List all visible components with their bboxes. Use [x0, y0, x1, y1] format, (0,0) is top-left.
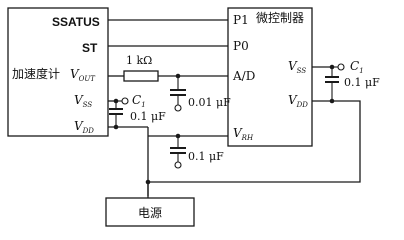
resistor — [123, 70, 159, 82]
pin-ad: A/D — [232, 69, 255, 83]
c1-right-label: C1 — [350, 59, 364, 75]
mcu-name: 微控制器 — [256, 11, 304, 25]
pin-vdd-left: VDD — [74, 119, 94, 135]
pin-st: ST — [82, 41, 98, 55]
pin-vrh: VRH — [233, 126, 254, 142]
pin-p1: P1 — [233, 13, 249, 27]
c1-left-value: 0.1 μF — [130, 110, 166, 123]
accelerometer-box — [7, 7, 109, 137]
accelerometer-name: 加速度计 — [12, 66, 60, 81]
power-label: 电源 — [138, 206, 162, 220]
node-vdd-left — [113, 124, 119, 130]
pin-vss-right: VSS — [288, 59, 306, 75]
cap-mid-terminal — [174, 161, 182, 169]
wire-vdd-right-return — [148, 100, 361, 183]
c1-right-value: 0.1 μF — [344, 76, 380, 89]
pin-vss-left: VSS — [74, 93, 92, 109]
cap-ad-value: 0.01 μF — [188, 96, 231, 109]
circuit-diagram: 加速度计 SSATUS ST VOUT VSS VDD 微控制器 P1 P0 A… — [7, 7, 380, 227]
c1-right-terminal — [337, 63, 345, 71]
pin-vdd-right: VDD — [288, 93, 308, 109]
mcu-box — [227, 7, 313, 147]
c1-left-terminal — [121, 97, 129, 105]
power-box — [105, 197, 195, 227]
cap-mid-value: 0.1 μF — [188, 150, 224, 163]
pin-ssatus: SSATUS — [52, 15, 100, 29]
pin-vout: VOUT — [70, 67, 96, 83]
resistor-value: 1 kΩ — [126, 54, 152, 67]
c1-left-label: C1 — [132, 93, 146, 109]
cap-ad-terminal — [174, 104, 182, 112]
pin-p0: P0 — [233, 39, 249, 53]
